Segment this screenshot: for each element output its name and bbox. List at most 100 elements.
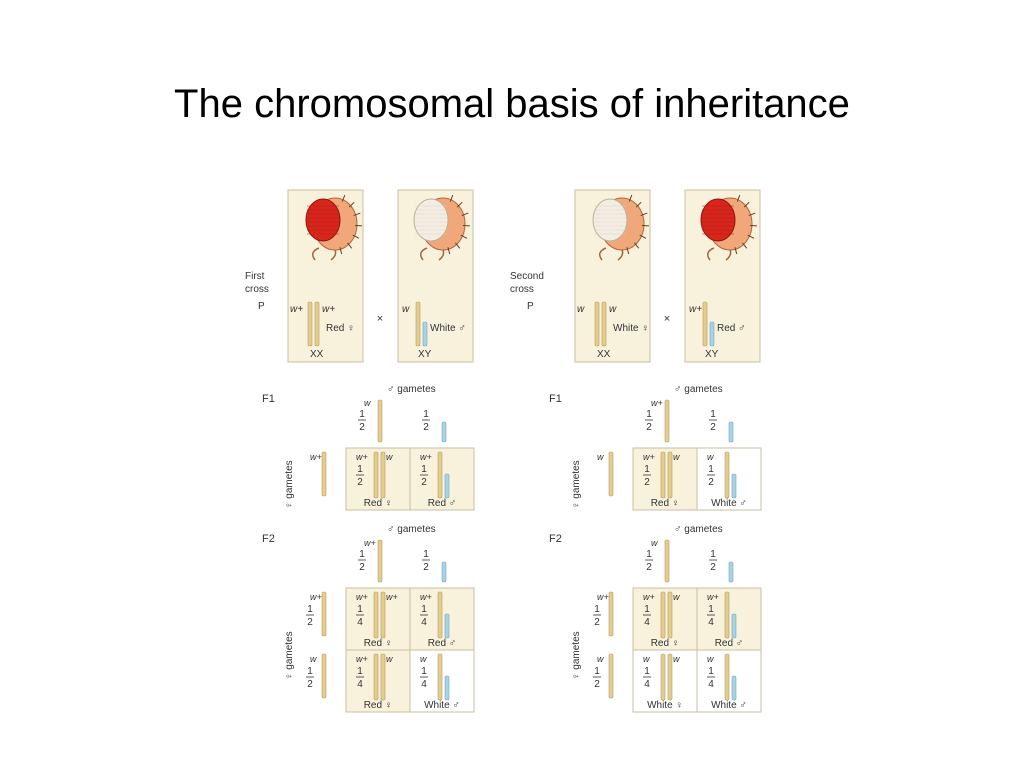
cross-label: First (245, 271, 265, 282)
fly-bristle (339, 247, 343, 255)
allele-label: w (707, 452, 714, 462)
fraction: 12 (593, 666, 601, 690)
fraction-numerator: 1 (357, 666, 363, 677)
fraction-denominator: 2 (646, 562, 652, 573)
x-chromosome (660, 451, 666, 499)
allele-label: w (402, 304, 410, 315)
allele-label: w (597, 654, 604, 664)
generation-label: P (258, 301, 265, 312)
fraction: 12 (420, 464, 428, 488)
allele-label: w (651, 538, 658, 548)
fly-bristle (742, 242, 748, 249)
allele-label: w+ (386, 592, 398, 602)
fraction-denominator: 2 (307, 617, 313, 628)
generation-label: F1 (262, 393, 275, 405)
fly-bristle (455, 242, 461, 249)
fraction-numerator: 1 (421, 464, 427, 475)
fly-bristle (456, 201, 463, 208)
fraction-numerator: 1 (359, 549, 365, 560)
allele-label: w (577, 304, 585, 315)
fly-bristle (639, 234, 647, 239)
phenotype-label: Red ♀ (651, 498, 680, 509)
red-eye-icon (700, 198, 736, 242)
allele-label: w+ (356, 592, 368, 602)
phenotype-label: White ♂ (430, 323, 466, 334)
allele-label: w (310, 654, 317, 664)
x-chromosome (437, 653, 443, 701)
male-gametes-label: ♂ gametes (674, 524, 723, 535)
phenotype-label: Red ♀ (326, 323, 355, 334)
fraction: 12 (306, 604, 314, 628)
x-chromosome (601, 301, 607, 347)
fraction: 12 (306, 666, 314, 690)
allele-label: w (673, 654, 680, 664)
y-chromosome (731, 675, 737, 701)
phenotype-label: Red ♀ (651, 638, 680, 649)
fly-bristle (634, 242, 640, 249)
x-chromosome (380, 653, 386, 701)
fraction: 12 (645, 409, 653, 433)
fraction-denominator: 4 (708, 617, 714, 628)
fraction-denominator: 4 (357, 679, 363, 690)
x-chromosome (724, 591, 730, 639)
fly-bristle (635, 201, 642, 208)
generation-label: F1 (549, 393, 562, 405)
fraction: 14 (420, 666, 428, 690)
allele-label: w+ (310, 592, 322, 602)
fraction-numerator: 1 (708, 464, 714, 475)
white-eye-icon (413, 198, 449, 242)
fly-bristle (640, 212, 648, 217)
x-chromosome (664, 399, 670, 443)
fly-bristle (461, 212, 469, 217)
y-chromosome (731, 613, 737, 639)
x-chromosome (377, 399, 383, 443)
x-chromosome (594, 301, 600, 347)
fraction-numerator: 1 (646, 549, 652, 560)
x-chromosome (377, 539, 383, 583)
allele-label: w (420, 654, 427, 664)
fraction: 12 (645, 549, 653, 573)
allele-label: w+ (707, 592, 719, 602)
fraction-denominator: 2 (421, 477, 427, 488)
x-chromosome (321, 451, 327, 497)
fraction: 12 (422, 409, 430, 433)
female-gametes-label: ♀ gametes (284, 460, 295, 509)
fraction-numerator: 1 (423, 409, 429, 420)
fraction: 12 (356, 464, 364, 488)
fraction-denominator: 2 (423, 562, 429, 573)
fraction-numerator: 1 (710, 549, 716, 560)
allele-label: w (386, 452, 393, 462)
y-chromosome (444, 473, 450, 499)
fraction: 14 (643, 666, 651, 690)
karyotype-label: XX (597, 349, 611, 360)
fraction-denominator: 4 (421, 617, 427, 628)
fraction-denominator: 2 (594, 617, 600, 628)
karyotype-label: XY (418, 349, 432, 360)
phenotype-label: Red ♂ (717, 323, 746, 334)
fraction-denominator: 4 (357, 617, 363, 628)
phenotype-label: White ♂ (711, 700, 747, 711)
karyotype-label: XY (705, 349, 719, 360)
allele-label: w+ (322, 304, 335, 315)
x-chromosome (380, 451, 386, 499)
y-chromosome (728, 421, 734, 443)
x-chromosome (321, 653, 327, 699)
allele-label: w+ (364, 538, 376, 548)
female-gametes-label: ♀ gametes (571, 460, 582, 509)
fly-bristle (734, 247, 738, 255)
fly-bristle (348, 201, 355, 208)
fly-head-icon (592, 194, 649, 261)
x-chromosome (380, 591, 386, 639)
phenotype-label: Red ♀ (364, 498, 393, 509)
allele-label: w+ (356, 654, 368, 664)
fraction-denominator: 2 (594, 679, 600, 690)
fly-bristle (447, 247, 451, 255)
fraction-numerator: 1 (594, 666, 600, 677)
fly-bristle (628, 194, 633, 202)
